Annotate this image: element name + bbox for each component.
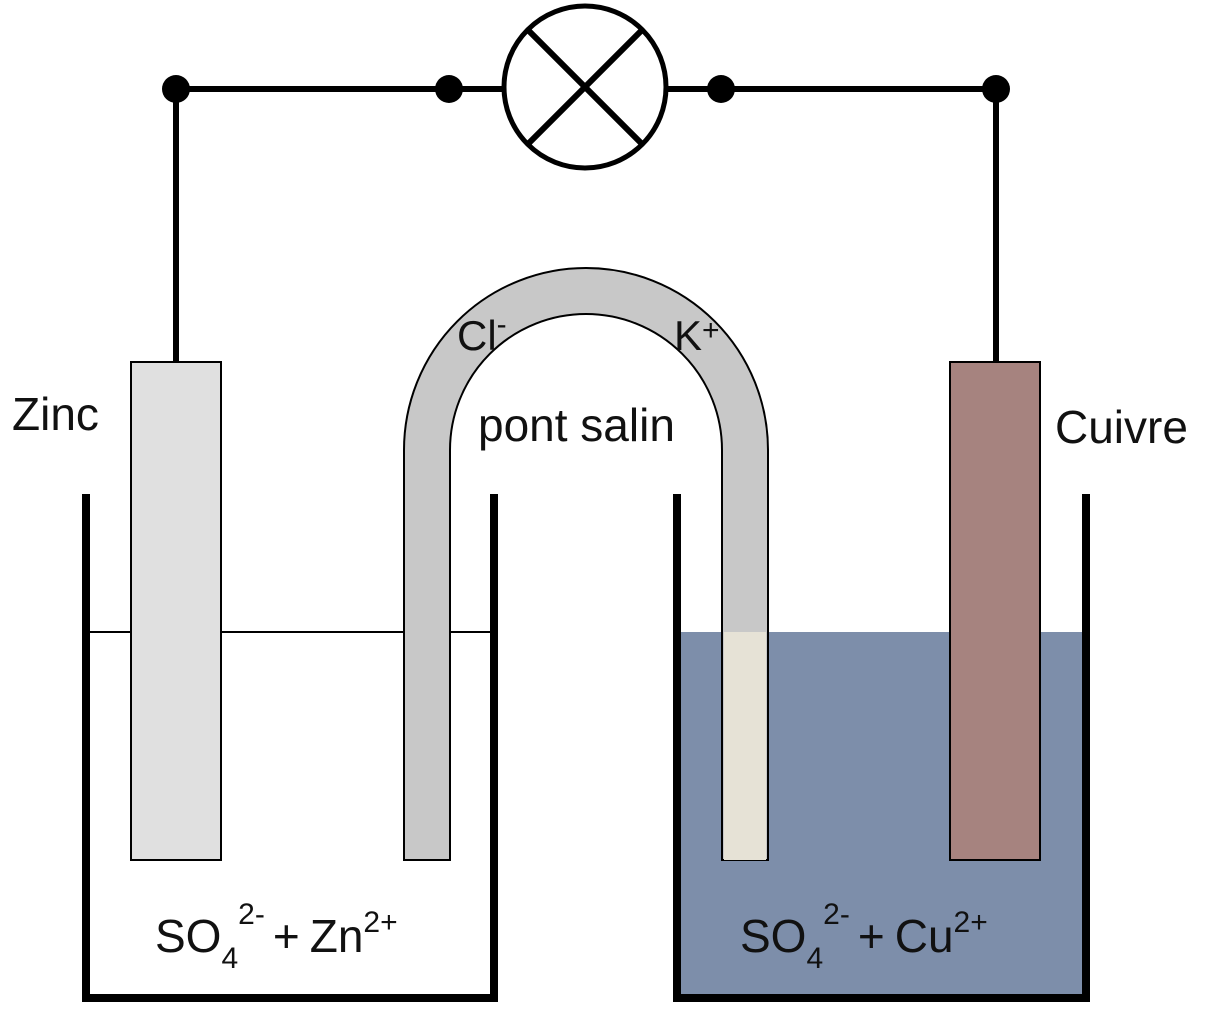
zinc-beaker [82, 494, 498, 1002]
lamp-icon [501, 3, 669, 171]
junction-dot [982, 75, 1010, 103]
junction-dot [707, 75, 735, 103]
copper-solution-formula: SO42-+Cu2+ [740, 898, 988, 975]
zinc-electrode [130, 361, 222, 861]
zinc-label: Zinc [12, 388, 99, 440]
copper-label: Cuivre [1055, 401, 1188, 453]
salt-bridge-label: pont salin [478, 399, 675, 451]
potassium-ion-label: K+ [674, 312, 720, 359]
left-wire [173, 86, 503, 362]
chloride-ion-label: Cl- [457, 308, 507, 359]
junction-dot [435, 75, 463, 103]
junction-dot [162, 75, 190, 103]
copper-electrode [949, 361, 1041, 861]
copper-beaker [673, 494, 1090, 1002]
salt-bridge-immersed [724, 632, 766, 860]
zinc-solution-formula: SO42-+Zn2+ [155, 898, 398, 975]
